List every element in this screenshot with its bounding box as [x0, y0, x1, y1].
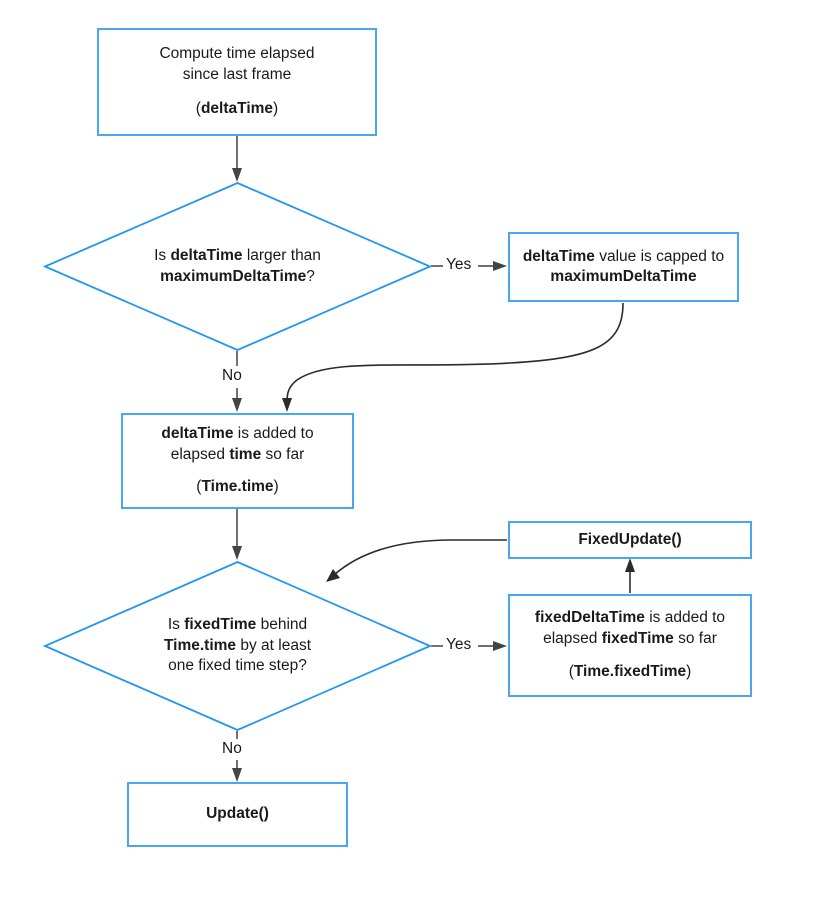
add-fixed-line-3: (Time.fixedTime) [518, 662, 742, 682]
node-fixedupdate-label: FixedUpdate() [578, 530, 682, 548]
node-deltatime-capped[interactable]: deltaTime value is capped to maximumDelt… [508, 232, 739, 302]
node-compute-time-elapsed-text: Compute time elapsed since last frame (d… [99, 44, 375, 119]
add-delta-line-3: (Time.time) [131, 477, 344, 497]
add-fixed-fixeddeltatime-token: fixedDeltaTime [534, 609, 645, 627]
add-fixed-line-1-suffix: is added to [644, 609, 726, 627]
compute-line-1: Compute time elapsed [159, 45, 315, 63]
node-update[interactable]: Update() [127, 782, 348, 847]
edge-label-no-max-delta: No [222, 367, 242, 384]
node-decision-is-deltatime-larger[interactable]: Is deltaTime larger than maximumDeltaTim… [42, 182, 433, 351]
compute-paren-close: ) [273, 100, 279, 118]
add-delta-line-2: elapsed time so far [131, 445, 344, 465]
edge-add-delta-to-decision2 [232, 509, 242, 560]
edge-add-fixed-to-fixedupdate [625, 558, 635, 593]
node-fixeddeltatime-added-text: fixedDeltaTime is added to elapsed fixed… [510, 608, 750, 682]
decision2-diamond-shape [42, 561, 433, 731]
add-delta-spacer [131, 465, 344, 477]
add-delta-time-token: time [229, 445, 262, 463]
cap-line-1: deltaTime value is capped to [518, 247, 729, 267]
edge-label-yes-max-delta: Yes [446, 256, 472, 273]
edge-decision1-yes-to-cap [431, 261, 507, 271]
node-update-label: Update() [206, 805, 269, 823]
add-delta-line-2-prefix: elapsed [170, 445, 230, 463]
compute-paren-open: ( [195, 100, 201, 118]
cap-deltatime-token: deltaTime [522, 247, 595, 265]
compute-line-2: since last frame [182, 65, 292, 83]
compute-line-3: (deltaTime) [107, 99, 367, 119]
node-fixeddeltatime-added[interactable]: fixedDeltaTime is added to elapsed fixed… [508, 594, 752, 697]
node-deltatime-added-to-time[interactable]: deltaTime is added to elapsed time so fa… [121, 413, 354, 509]
add-delta-paren-open: ( [196, 478, 202, 496]
add-fixed-line-2-prefix: elapsed [543, 629, 602, 647]
add-fixed-line-1: fixedDeltaTime is added to [518, 608, 742, 628]
add-fixed-spacer [518, 649, 742, 662]
add-fixed-line-2: elapsed fixedTime so far [518, 629, 742, 649]
add-delta-deltatime-token: deltaTime [161, 425, 234, 443]
edge-decision1-no-to-add-delta [232, 351, 242, 412]
edge-fixedupdate-to-decision2 [326, 539, 507, 582]
compute-spacer [107, 85, 367, 99]
add-delta-paren-close: ) [273, 478, 279, 496]
node-fixedupdate[interactable]: FixedUpdate() [508, 521, 752, 559]
add-fixed-timefixedtime-token: Time.fixedTime [573, 663, 687, 681]
cap-maxdeltatime-token: maximumDeltaTime [550, 268, 697, 285]
add-delta-line-1-suffix: is added to [233, 425, 314, 443]
node-compute-time-elapsed[interactable]: Compute time elapsed since last frame (d… [97, 28, 377, 136]
edge-compute-to-decision1 [232, 136, 242, 182]
add-fixed-paren-close: ) [686, 663, 692, 681]
add-delta-timetime-token: Time.time [201, 478, 274, 496]
compute-deltatime-token: deltaTime [200, 100, 274, 118]
add-fixed-line-2-suffix: so far [673, 629, 717, 647]
add-delta-line-1: deltaTime is added to [131, 424, 344, 444]
node-deltatime-capped-text: deltaTime value is capped to maximumDelt… [510, 247, 737, 288]
edge-decision2-no-to-update [232, 731, 242, 782]
node-decision-is-fixedtime-behind[interactable]: Is fixedTime behind Time.time by at leas… [42, 561, 433, 731]
edge-decision2-yes-to-add-fixed [431, 641, 507, 651]
edge-label-no-fixed: No [222, 740, 242, 757]
edge-cap-to-add-delta [282, 302, 624, 412]
add-delta-line-2-suffix: so far [261, 445, 305, 463]
decision1-diamond-shape [42, 182, 433, 351]
add-fixed-paren-open: ( [568, 663, 574, 681]
cap-line-1-suffix: value is capped to [594, 247, 725, 265]
node-deltatime-added-text: deltaTime is added to elapsed time so fa… [123, 424, 352, 497]
edge-label-yes-fixed: Yes [446, 636, 472, 653]
add-fixed-fixedtime-token: fixedTime [601, 629, 674, 647]
